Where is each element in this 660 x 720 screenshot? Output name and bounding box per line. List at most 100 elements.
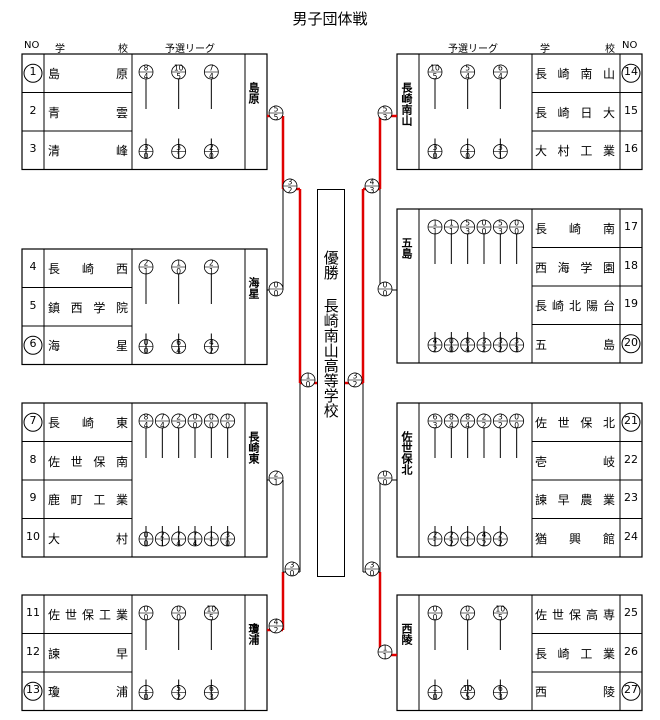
group-box-E: [396, 53, 643, 171]
team-name: 瓊浦: [48, 683, 128, 700]
score-top: 0: [193, 413, 198, 422]
team-name: 猶興館: [535, 530, 615, 547]
team-name-char: 西: [535, 260, 548, 275]
score-bottom: 0: [370, 569, 375, 578]
score-bottom: 3: [498, 227, 503, 236]
group-label-D: 瓊浦: [247, 623, 260, 645]
score-top: 1: [383, 644, 388, 653]
score-top: 0: [176, 605, 181, 614]
score-bottom: 4: [465, 421, 470, 430]
team-name-char: 保: [580, 416, 593, 431]
team-name: 西海学園: [535, 259, 615, 276]
bracket-score: 10: [300, 372, 316, 389]
group-label-G: 佐世保北: [400, 431, 413, 475]
score-bottom: 0: [465, 613, 470, 622]
league-score: 54: [460, 64, 476, 81]
score-bottom: 5: [176, 72, 181, 81]
score-bottom: 4: [144, 421, 149, 430]
team-no: 23: [624, 491, 638, 505]
team-name: 長崎北陽台: [535, 297, 615, 314]
score-bottom: 1: [209, 267, 214, 276]
team-name-char: 大: [602, 105, 615, 120]
team-name-char: 北: [568, 299, 581, 314]
score-top: 2: [176, 413, 181, 422]
group-label-A: 島原: [247, 82, 260, 104]
score-top: 6: [433, 413, 438, 422]
league-score: 00: [220, 413, 236, 430]
league-score: 84: [138, 64, 154, 81]
league-score: 10: [171, 259, 187, 276]
league-score: 22: [171, 413, 187, 430]
team-name-char: 農: [580, 493, 593, 508]
team-name-char: 浦: [115, 685, 128, 700]
score-top: 10: [174, 64, 184, 73]
team-name-char: 工: [580, 646, 593, 661]
group-label-E: 長崎南山: [400, 82, 413, 126]
score-top: 0: [514, 219, 519, 228]
score-top: 0: [482, 219, 487, 228]
score-bottom: 4: [465, 72, 470, 81]
team-no: 4: [29, 260, 37, 274]
score-top: 3: [290, 561, 295, 570]
team-no: 15: [624, 103, 638, 117]
league-score: 105: [427, 64, 443, 81]
team-name-char: 早: [557, 493, 570, 508]
team-name-char: 南: [115, 454, 128, 469]
score-bottom: 2: [482, 421, 487, 430]
score-top: 0: [433, 605, 438, 614]
score-bottom: 3: [433, 421, 438, 430]
score-bottom: 1: [433, 227, 438, 236]
team-name-char: 清: [48, 144, 61, 159]
team-no: 5: [29, 298, 37, 312]
team-name-char: 島: [48, 67, 61, 82]
league-score: 00: [203, 413, 219, 430]
winner-school: 長崎南山高等学校: [321, 298, 340, 418]
score-bottom: 4: [160, 421, 165, 430]
score-bottom: 0: [433, 613, 438, 622]
score-bottom: 0: [482, 227, 487, 236]
bracket-score: 32: [282, 178, 298, 195]
bracket-score: 43: [364, 178, 380, 195]
team-name-char: 業: [602, 646, 615, 661]
team-no: 24: [624, 529, 638, 543]
score-bottom: 4: [498, 72, 503, 81]
team-name-char: 保: [81, 608, 94, 623]
score-bottom: 5: [209, 613, 214, 622]
team-name: 鹿町工業: [48, 491, 128, 508]
score-bottom: 2: [498, 421, 503, 430]
team-name: 海星: [48, 337, 128, 354]
team-name-char: 瓊: [48, 685, 61, 700]
header-league-right: 予選リーグ: [448, 44, 498, 55]
team-name: 諫早: [48, 645, 128, 662]
league-score: 105: [203, 605, 219, 622]
team-name-char: 世: [551, 608, 564, 623]
score-top: 1: [176, 259, 181, 268]
team-name-char: 学: [93, 300, 106, 315]
score-bottom: 0: [306, 380, 311, 389]
team-name-char: 世: [64, 608, 77, 623]
group-label-C: 長崎東: [247, 431, 260, 464]
score-top: 6: [498, 64, 503, 73]
team-name-char: 長: [48, 416, 61, 431]
bracket-score: 30: [284, 561, 300, 578]
team-name: 佐世保工業: [48, 606, 128, 623]
seed-circle: [621, 334, 641, 354]
score-top: 0: [383, 281, 388, 290]
team-name-char: 町: [70, 493, 83, 508]
page-title: 男子団体戦: [292, 10, 368, 28]
score-bottom: 4: [449, 421, 454, 430]
team-name-char: 日: [580, 105, 593, 120]
team-name-char: 業: [602, 144, 615, 159]
score-top: 8: [465, 413, 470, 422]
team-name-char: 諫: [48, 646, 61, 661]
score-top: 1: [433, 219, 438, 228]
team-name-char: 院: [115, 300, 128, 315]
score-top: 2: [144, 259, 149, 268]
header-no-right: NO: [622, 40, 638, 51]
league-score: 00: [171, 605, 187, 622]
team-name-char: 館: [602, 531, 615, 546]
league-score: 53: [492, 219, 508, 236]
score-top: 5: [465, 64, 470, 73]
header-no-left: NO: [24, 40, 40, 51]
score-bottom: 0: [193, 421, 198, 430]
